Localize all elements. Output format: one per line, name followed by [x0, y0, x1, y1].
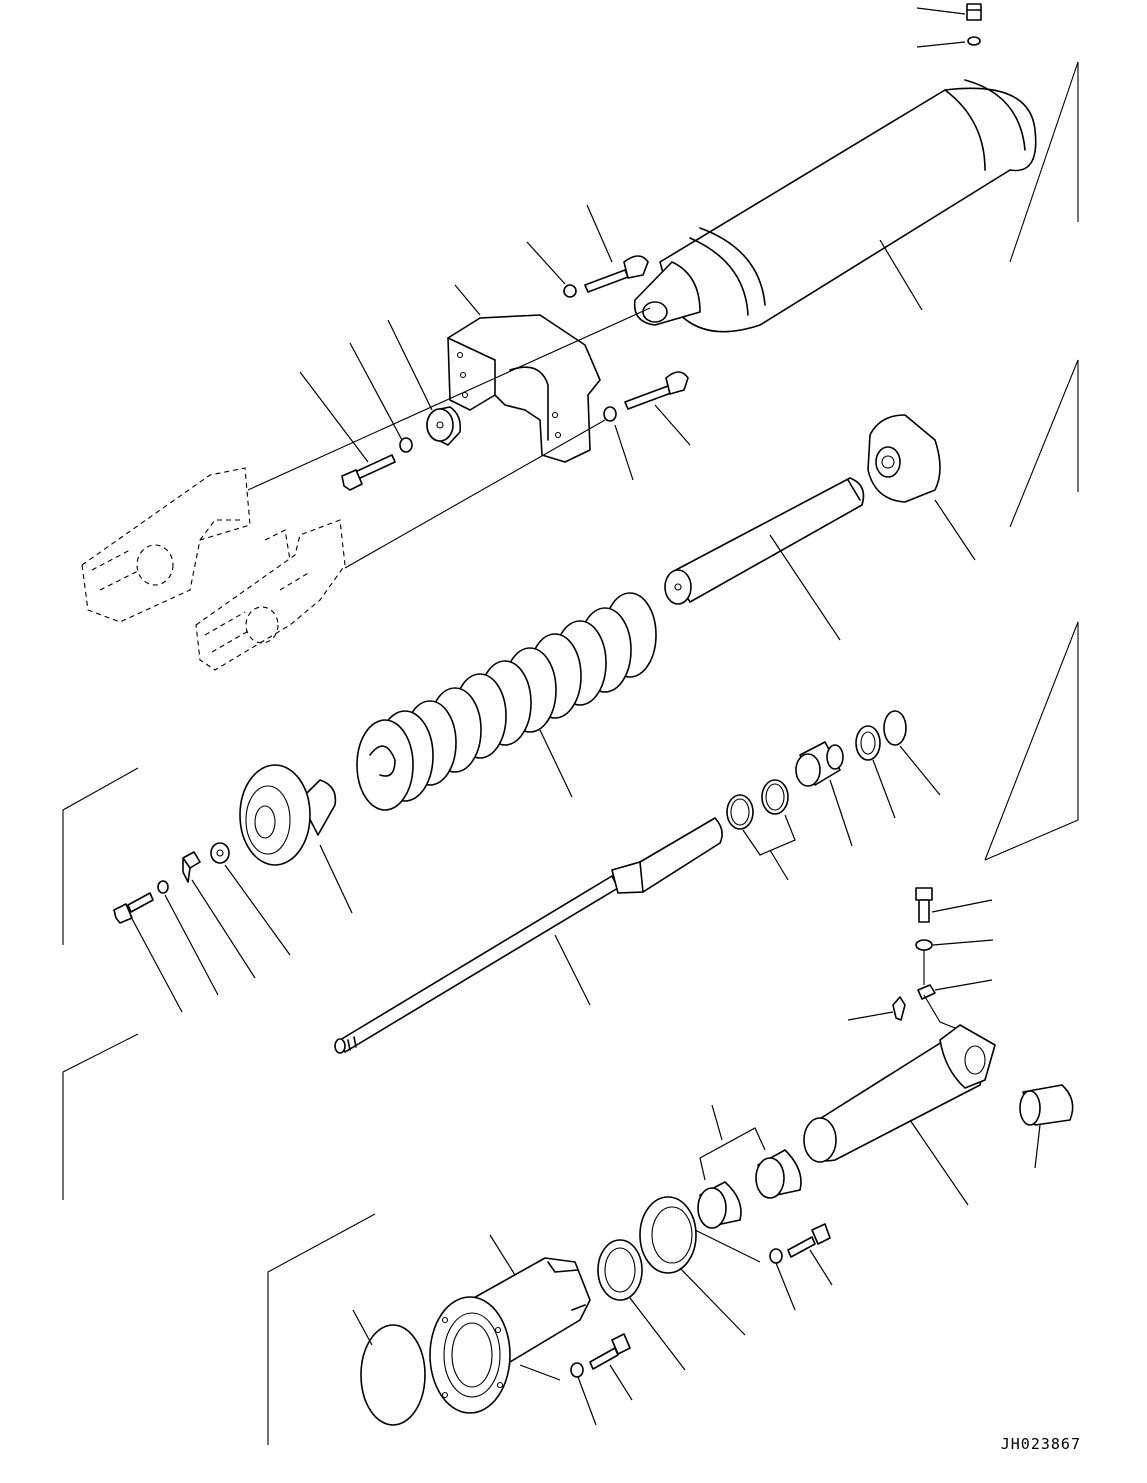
bolt-bracket-top — [584, 204, 649, 293]
plug-bolt-top — [916, 3, 982, 21]
bolt-left — [113, 892, 183, 1013]
recoil-cylinder — [633, 79, 1037, 333]
track-frame-reference — [81, 307, 651, 671]
washer-bracket-left — [349, 342, 413, 453]
pad-disc — [387, 319, 462, 446]
washer-flange — [769, 1248, 796, 1311]
washer-head — [570, 1362, 597, 1426]
bolt-head — [589, 1333, 633, 1401]
grease-bolt — [915, 887, 993, 923]
group-bracket-spring — [1009, 359, 1079, 528]
bolt-flange — [787, 1223, 833, 1286]
bolt-bracket-left — [299, 371, 396, 491]
lock-plate — [182, 851, 256, 979]
washer-bracket-top — [526, 241, 577, 298]
group-bracket-top — [1009, 61, 1079, 263]
nut-left — [210, 842, 291, 956]
recoil-spring — [356, 592, 657, 811]
washer-top — [916, 36, 981, 48]
o-ring — [352, 1309, 426, 1426]
piston-ring — [855, 725, 896, 819]
washer-grease — [915, 939, 994, 985]
washer-left — [157, 880, 219, 996]
snap-ring — [883, 710, 941, 796]
bushing-pair — [697, 1104, 802, 1229]
washer-bracket-right — [603, 406, 634, 481]
flange-plate — [639, 1196, 761, 1336]
cylinder-housing-lower — [803, 1024, 996, 1206]
cylinder-tube — [664, 477, 865, 641]
check-valve — [847, 996, 906, 1021]
bolt-bracket-right — [624, 371, 691, 446]
group-bracket-lower — [62, 1033, 376, 1445]
seal-ring-pair — [726, 779, 796, 881]
bushing-lower-right — [1019, 1084, 1074, 1169]
oil-seal — [597, 1239, 686, 1371]
yoke-block — [867, 414, 976, 561]
piston — [795, 741, 853, 847]
drawing-code: JH023867 — [1000, 1435, 1081, 1453]
cylinder-head — [429, 1234, 591, 1414]
piston-rod — [334, 817, 723, 1054]
grease-fitting — [917, 979, 993, 1031]
group-bracket-rod — [62, 621, 1079, 945]
spring-seat — [239, 764, 353, 914]
